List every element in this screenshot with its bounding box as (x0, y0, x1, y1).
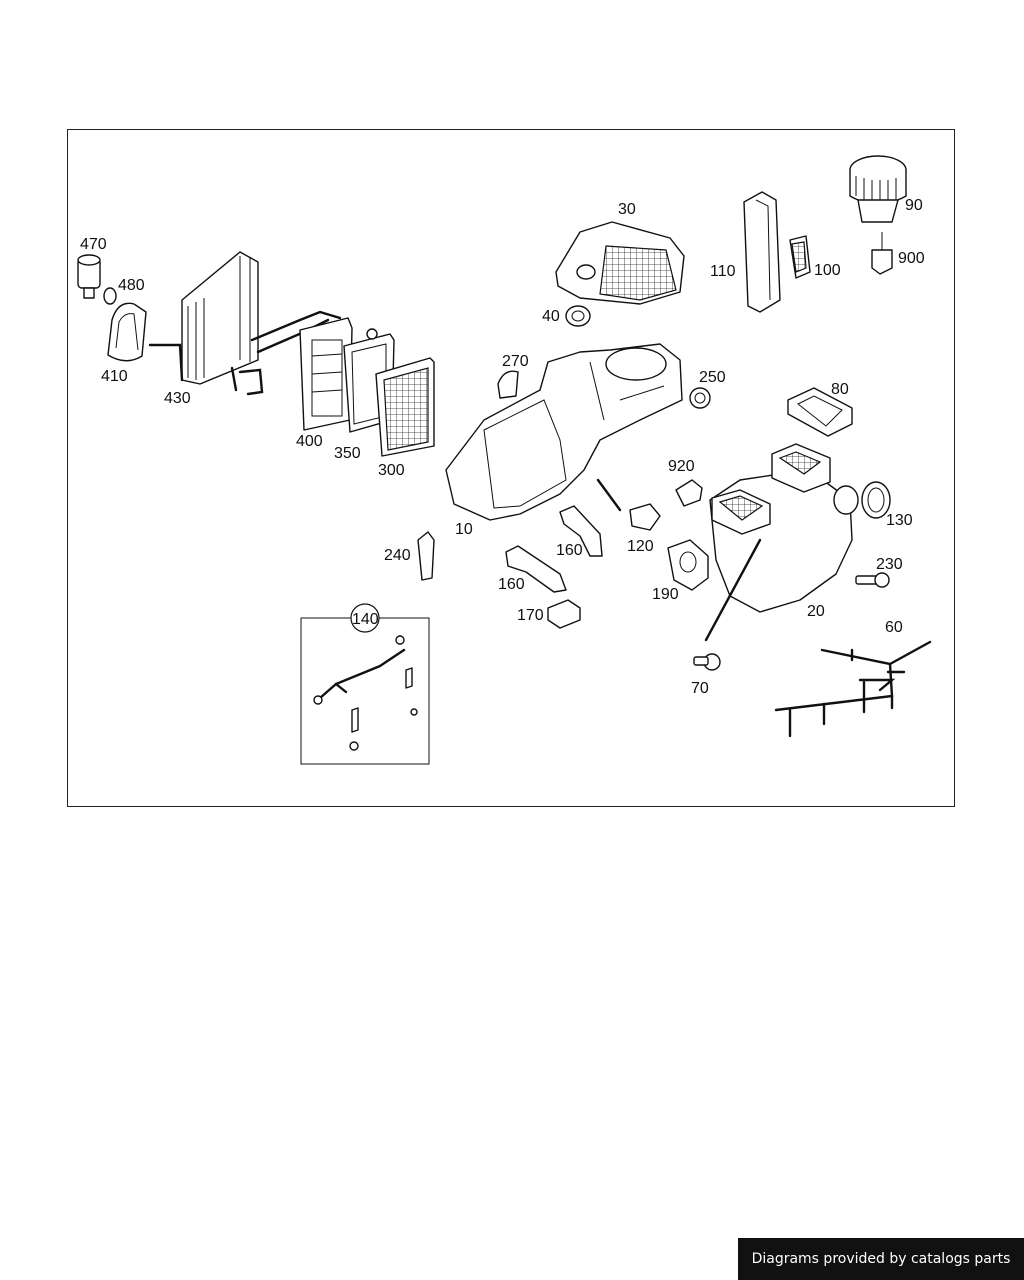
callout-140: 140 (352, 611, 379, 628)
part-230-bolt[interactable] (855, 572, 890, 588)
callout-110: 110 (710, 263, 736, 280)
callout-250: 250 (699, 369, 726, 386)
callout-470: 470 (80, 236, 107, 253)
part-410-cover[interactable] (107, 302, 147, 362)
callout-120: 120 (627, 538, 654, 555)
callout-20: 20 (807, 603, 825, 620)
callout-350: 350 (334, 445, 361, 462)
part-140-kit[interactable] (300, 603, 430, 765)
part-10-main-housing[interactable] (445, 343, 683, 521)
part-120-actuator[interactable] (596, 478, 661, 531)
callout-400: 400 (296, 433, 323, 450)
callout-190: 190 (652, 586, 679, 603)
callout-40: 40 (542, 308, 560, 325)
part-160-duct-upper[interactable] (559, 505, 603, 557)
callout-30: 30 (618, 201, 636, 218)
callout-480: 480 (118, 277, 145, 294)
part-60-wiring-harness[interactable] (774, 640, 932, 738)
callout-160-lower: 160 (498, 576, 525, 593)
callout-170: 170 (517, 607, 544, 624)
callout-410: 410 (101, 368, 128, 385)
footer-credit: Diagrams provided by catalogs parts (738, 1238, 1024, 1280)
part-920-sensor[interactable] (675, 479, 703, 507)
part-90-blower-motor[interactable] (849, 155, 907, 223)
callout-230: 230 (876, 556, 903, 573)
part-170-sensor[interactable] (547, 599, 581, 629)
part-300-cabin-filter[interactable] (375, 357, 435, 457)
part-160-duct-lower[interactable] (505, 545, 567, 593)
part-30-blower-housing[interactable] (555, 221, 685, 305)
callout-240: 240 (384, 547, 411, 564)
callout-300: 300 (378, 462, 405, 479)
callout-920: 920 (668, 458, 695, 475)
part-430-evaporator[interactable] (148, 251, 342, 396)
callout-80: 80 (831, 381, 849, 398)
callout-10: 10 (455, 521, 473, 538)
part-400-heater-core[interactable] (299, 317, 353, 431)
callout-130: 130 (886, 512, 913, 529)
part-70-screw[interactable] (693, 653, 721, 671)
part-110-panel[interactable] (743, 191, 781, 313)
part-470-expansion-valve[interactable] (77, 254, 101, 299)
part-900-clip[interactable] (871, 249, 893, 275)
part-100-resistor[interactable] (789, 235, 811, 279)
callout-900: 900 (898, 250, 925, 267)
part-80-gasket[interactable] (787, 387, 853, 437)
part-250-grommet[interactable] (689, 387, 711, 409)
callout-90: 90 (905, 197, 923, 214)
diagram-frame (67, 129, 955, 807)
part-270-seal[interactable] (497, 370, 519, 399)
callout-160-upper: 160 (556, 542, 583, 559)
part-240-clip[interactable] (417, 531, 435, 581)
part-190-actuator[interactable] (667, 539, 709, 591)
callout-430: 430 (164, 390, 191, 407)
part-40-connector[interactable] (565, 305, 591, 327)
callout-270: 270 (502, 353, 529, 370)
callout-70: 70 (691, 680, 709, 697)
part-130-seal-ring[interactable] (861, 481, 891, 519)
part-20-lower-housing[interactable] (704, 443, 859, 642)
callout-100: 100 (814, 262, 841, 279)
part-480-o-ring[interactable] (103, 287, 117, 305)
callout-60: 60 (885, 619, 903, 636)
